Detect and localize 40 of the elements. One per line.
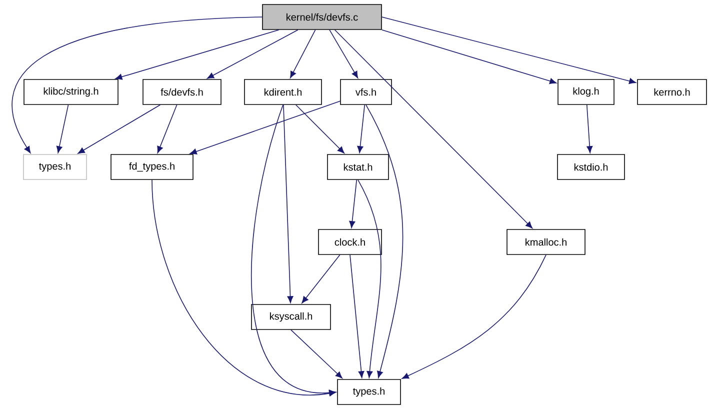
arrow xyxy=(586,104,593,154)
file-box: fs/devfs.h xyxy=(142,79,222,105)
file-box: kdirent.h xyxy=(244,79,322,105)
arrow xyxy=(251,104,336,396)
file-box: vfs.h xyxy=(340,79,392,105)
arrow xyxy=(290,330,342,378)
arrow xyxy=(382,16,636,84)
arrow xyxy=(152,180,336,396)
arrow xyxy=(115,30,280,80)
file-box: klibc/string.h xyxy=(24,79,118,105)
file-box: ksyscall.h xyxy=(251,304,331,330)
arrow xyxy=(358,180,382,378)
arrow xyxy=(290,30,316,78)
arrow xyxy=(382,30,557,84)
arrow xyxy=(357,104,366,154)
file-box: clock.h xyxy=(318,229,382,255)
arrow xyxy=(350,254,364,378)
arrow xyxy=(302,254,340,304)
file-box: types.h xyxy=(337,379,401,405)
file-box: kernel/fs/devfs.c xyxy=(262,4,382,30)
file-box: fd_types.h xyxy=(110,154,194,180)
arrow xyxy=(78,104,161,154)
file-box: types.h xyxy=(23,154,87,180)
file-box: klog.h xyxy=(558,79,614,105)
arrow xyxy=(366,104,404,378)
arrow xyxy=(12,16,262,154)
arrow xyxy=(349,180,358,228)
arrow xyxy=(402,254,546,379)
arrow xyxy=(334,30,533,228)
arrow xyxy=(207,30,298,79)
file-box: kstat.h xyxy=(327,154,389,180)
file-box: kerrno.h xyxy=(637,79,707,105)
arrow xyxy=(296,104,344,154)
arrow xyxy=(329,30,358,78)
arrow xyxy=(190,100,340,154)
file-box: kmalloc.h xyxy=(506,229,586,255)
arrow xyxy=(283,104,294,304)
arrow xyxy=(157,104,178,154)
arrow xyxy=(56,104,69,154)
file-box: kstdio.h xyxy=(557,154,625,180)
